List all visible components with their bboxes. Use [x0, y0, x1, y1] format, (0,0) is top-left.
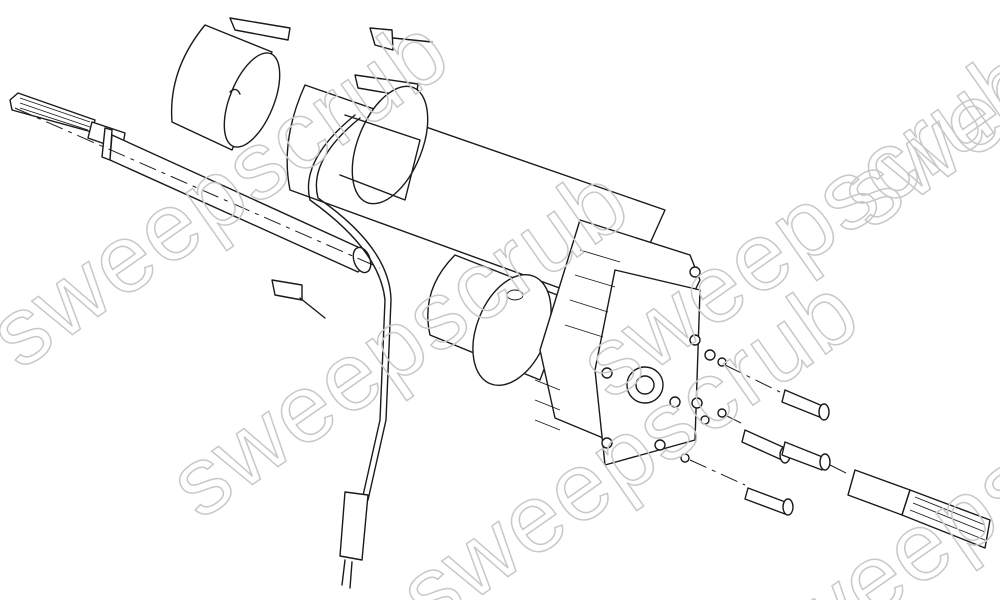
end-cap [170, 24, 281, 151]
wire-lead [307, 114, 392, 589]
gearbox-housing [534, 219, 701, 466]
brush-clip-top [229, 17, 433, 51]
brush-clip-low [271, 279, 326, 319]
motor-can [427, 254, 571, 387]
fasteners [654, 349, 831, 516]
right-splined-shaft [829, 464, 991, 549]
